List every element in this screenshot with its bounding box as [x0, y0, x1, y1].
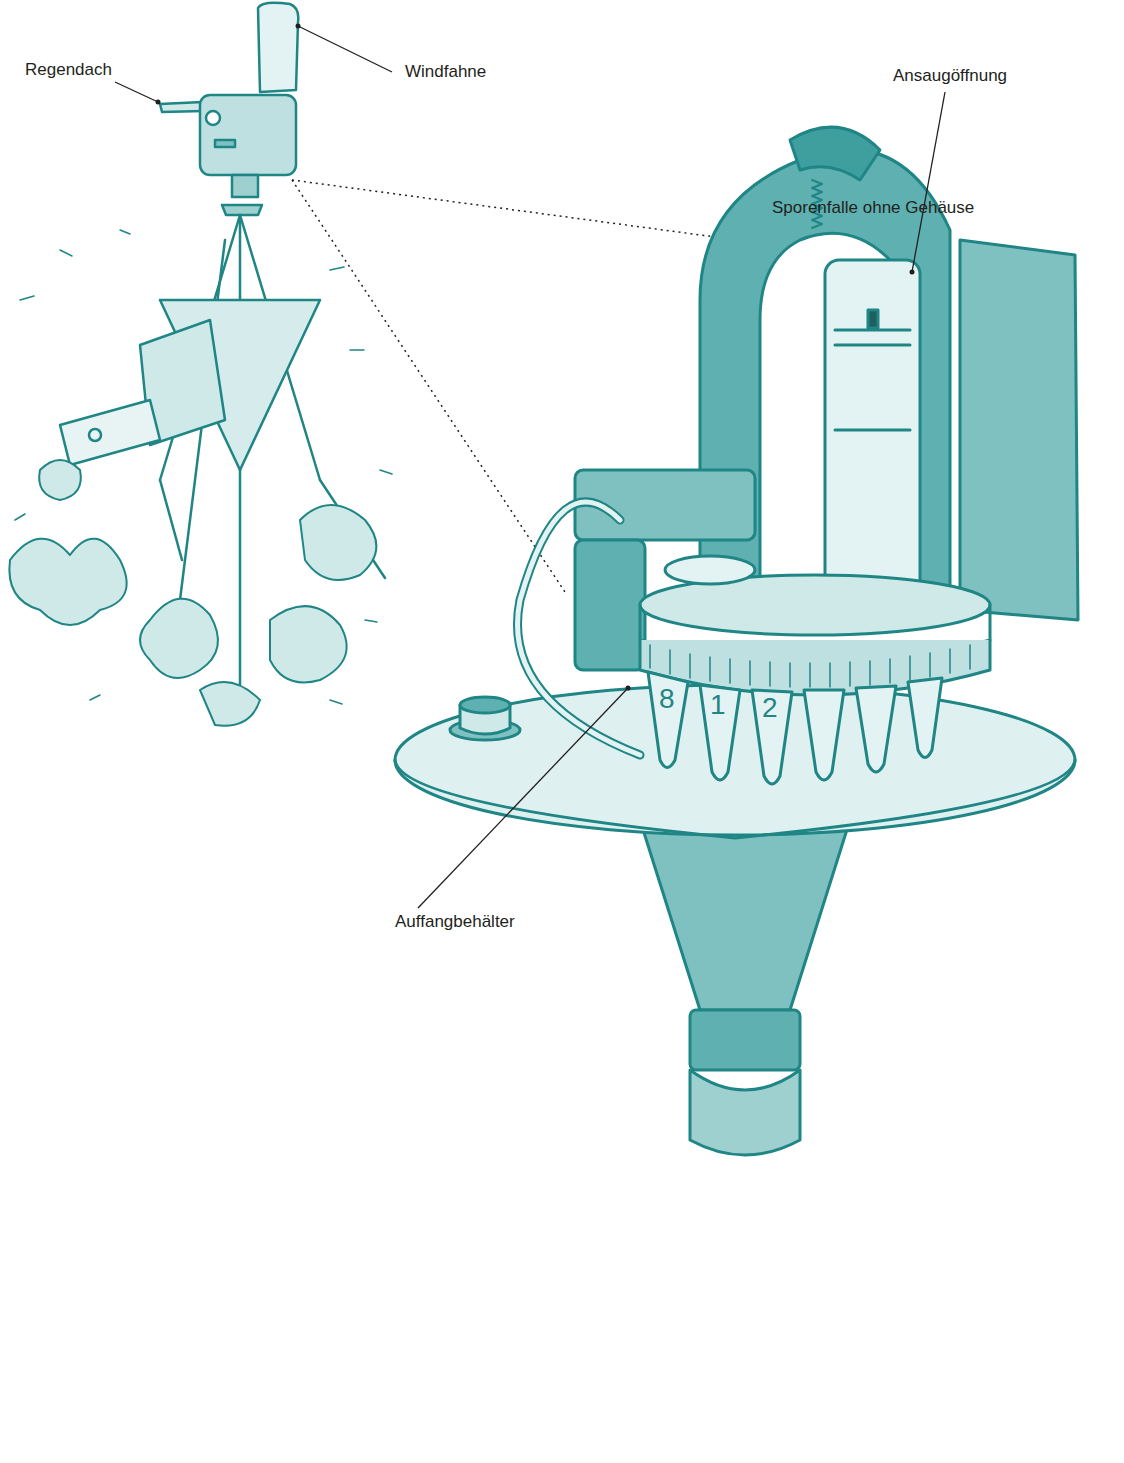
- container-number: 8: [659, 684, 675, 714]
- part-label: Auffangbehälter: [395, 912, 515, 932]
- figure-caption: Sporenfalle ohne Gehäuse: [772, 198, 974, 218]
- part-label: Regendach: [25, 60, 112, 80]
- part-label: Ansaugöffnung: [893, 66, 1007, 86]
- part-label: Windfahne: [405, 62, 486, 82]
- container-number: 1: [710, 690, 726, 720]
- container-number: 2: [762, 693, 778, 723]
